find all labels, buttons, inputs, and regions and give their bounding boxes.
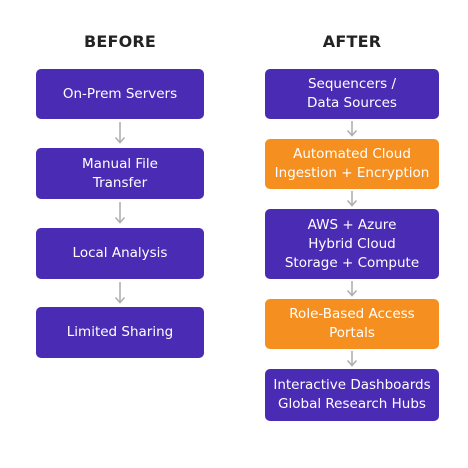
step-label-line: Data Sources xyxy=(307,95,397,111)
step-label-line: Automated Cloud xyxy=(293,146,411,162)
after-step-role-based-access-portals: Role-Based Access Portals xyxy=(265,299,439,349)
step-label-line: Interactive Dashboards xyxy=(273,377,431,393)
arrow-down-icon xyxy=(346,120,358,138)
after-step-hybrid-cloud-storage: AWS + Azure Hybrid Cloud Storage + Compu… xyxy=(265,209,439,279)
after-column-title: AFTER xyxy=(322,32,382,51)
step-label-line: Transfer xyxy=(92,174,148,191)
before-column-title: BEFORE xyxy=(83,32,157,51)
after-step-automated-cloud-ingestion: Automated Cloud Ingestion + Encryption xyxy=(265,139,439,189)
step-label-line: On-Prem Servers xyxy=(62,85,178,102)
before-step-local-analysis: Local Analysis xyxy=(36,228,204,279)
step-label-line: Role-Based Access xyxy=(289,306,415,322)
step-label-line: Storage + Compute xyxy=(284,254,420,271)
arrow-down-icon xyxy=(114,281,126,305)
step-label-line: AWS + Azure xyxy=(307,216,397,233)
before-step-manual-file-transfer: Manual File Transfer xyxy=(36,148,204,199)
step-label-line: Manual File xyxy=(82,155,158,172)
before-step-limited-sharing: Limited Sharing xyxy=(36,307,204,358)
arrow-down-icon xyxy=(114,121,126,145)
before-step-on-prem-servers: On-Prem Servers xyxy=(36,69,204,119)
arrow-down-icon xyxy=(346,350,358,368)
after-step-interactive-dashboards: Interactive Dashboards Global Research H… xyxy=(265,369,439,421)
step-label-line: Hybrid Cloud xyxy=(308,235,396,252)
arrow-down-icon xyxy=(346,190,358,208)
arrow-down-icon xyxy=(346,280,358,298)
step-label-line: Ingestion + Encryption xyxy=(274,165,430,181)
step-label-line: Local Analysis xyxy=(72,245,168,261)
arrow-down-icon xyxy=(114,201,126,225)
step-label-line: Limited Sharing xyxy=(66,324,174,340)
step-label-line: Global Research Hubs xyxy=(278,396,426,412)
after-step-sequencers-data-sources: Sequencers / Data Sources xyxy=(265,69,439,119)
step-label-line: Sequencers / xyxy=(307,76,396,92)
step-label-line: Portals xyxy=(329,325,375,341)
